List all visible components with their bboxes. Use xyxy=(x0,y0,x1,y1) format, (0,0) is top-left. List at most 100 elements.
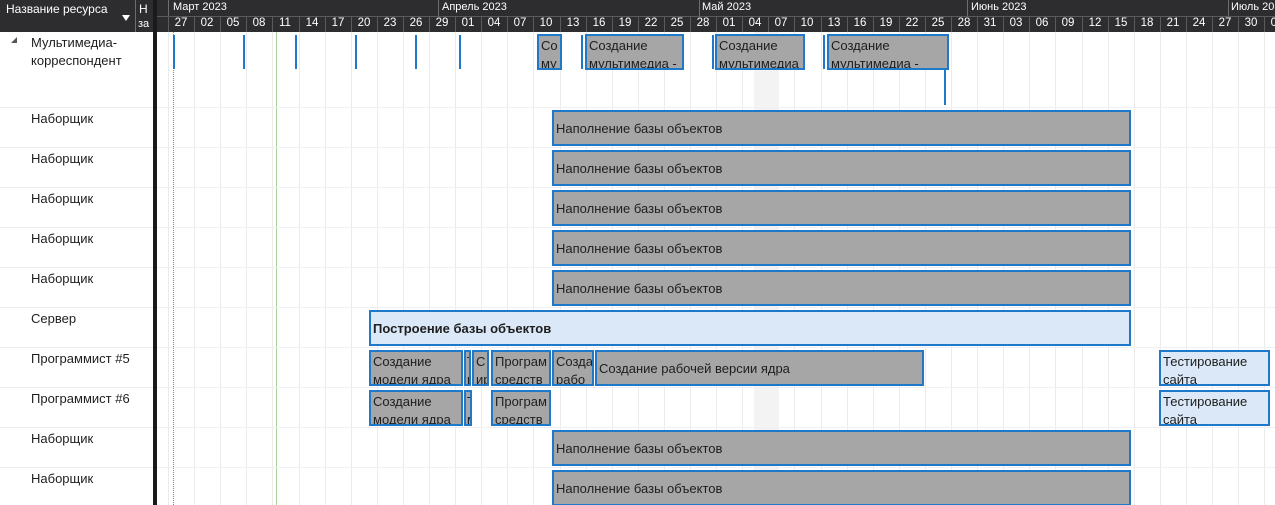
day-tick xyxy=(638,16,639,32)
assignment-marker[interactable] xyxy=(355,35,357,69)
day-label: 22 xyxy=(644,17,658,29)
day-label: 04 xyxy=(487,17,501,29)
assignment-marker[interactable] xyxy=(823,35,825,69)
day-tick xyxy=(821,16,822,32)
column-header-za[interactable]: за xyxy=(138,18,150,30)
day-label: 10 xyxy=(800,17,814,29)
row-divider xyxy=(0,227,153,228)
task-bar[interactable]: Созда рабо xyxy=(552,350,594,386)
gridline xyxy=(429,32,430,505)
assignment-marker[interactable] xyxy=(295,35,297,69)
month-boundary xyxy=(438,0,439,16)
resource-name[interactable]: Сервер xyxy=(31,311,77,326)
column-header-n[interactable]: Н xyxy=(139,2,148,16)
gridline xyxy=(638,32,639,505)
assignment-marker[interactable] xyxy=(712,35,714,69)
assignment-marker[interactable] xyxy=(459,35,461,69)
task-bar[interactable]: Создание мультимедиа - xyxy=(827,34,949,70)
task-bar[interactable]: Програм средств xyxy=(491,390,551,426)
day-label: 03 xyxy=(1270,17,1275,29)
gridline xyxy=(1003,32,1004,505)
task-bar[interactable]: Тестирование сайта xyxy=(1159,350,1270,386)
column-separator[interactable] xyxy=(135,0,136,32)
resource-name[interactable]: Наборщик xyxy=(31,231,94,246)
gridline xyxy=(194,32,195,505)
task-bar[interactable]: Програм средств xyxy=(491,350,551,386)
row-divider xyxy=(0,387,153,388)
day-label: 05 xyxy=(226,17,240,29)
task-bar[interactable]: С ир xyxy=(472,350,489,386)
column-filter-arrow-icon[interactable] xyxy=(122,15,130,21)
collapse-triangle-icon[interactable] xyxy=(11,37,17,43)
day-tick xyxy=(507,16,508,32)
gridline xyxy=(1134,32,1135,505)
gridline xyxy=(1160,32,1161,505)
task-bar[interactable]: Создание модели ядра xyxy=(369,350,463,386)
task-bar[interactable]: Наполнение базы объектов xyxy=(552,270,1131,306)
resource-name[interactable]: Наборщик xyxy=(31,431,94,446)
task-bar[interactable]: Наполнение базы объектов xyxy=(552,430,1131,466)
resource-name[interactable]: Программист #6 xyxy=(31,391,130,406)
month-label: Май 2023 xyxy=(702,1,752,13)
task-bar[interactable]: Наполнение базы объектов xyxy=(552,110,1131,146)
task-bar[interactable]: Тестирование сайта xyxy=(1159,390,1270,426)
task-bar[interactable]: Создание мультимедиа - xyxy=(715,34,805,70)
month-boundary xyxy=(967,0,968,16)
day-tick xyxy=(246,16,247,32)
resource-name[interactable]: Наборщик xyxy=(31,271,94,286)
day-label: 13 xyxy=(827,17,841,29)
summary-task-bar[interactable]: Построение базы объектов xyxy=(369,310,1131,346)
row-divider xyxy=(157,147,1275,148)
day-label: 01 xyxy=(722,17,736,29)
task-bar[interactable]: Т м xyxy=(464,350,471,386)
gridline xyxy=(351,32,352,505)
row-divider xyxy=(0,427,153,428)
day-label: 09 xyxy=(1061,17,1075,29)
assignment-marker[interactable] xyxy=(581,35,583,69)
resource-name[interactable]: Мультимедиа- корреспондент xyxy=(31,35,122,68)
task-bar[interactable]: Создание мультимедиа - xyxy=(585,34,684,70)
row-divider xyxy=(157,227,1275,228)
resource-name[interactable]: Наборщик xyxy=(31,111,94,126)
resource-name[interactable]: Наборщик xyxy=(31,151,94,166)
row-divider xyxy=(0,347,153,348)
pane-splitter[interactable] xyxy=(153,0,157,505)
day-tick xyxy=(873,16,874,32)
task-bar[interactable]: Наполнение базы объектов xyxy=(552,190,1131,226)
day-label: 02 xyxy=(200,17,214,29)
day-tick xyxy=(325,16,326,32)
timescale-header: Март 2023 Апрель 2023 Май 2023 Июнь 2023… xyxy=(157,0,1275,32)
assignment-marker[interactable] xyxy=(173,35,175,69)
task-bar[interactable]: Создание модели ядра xyxy=(369,390,463,426)
day-tick xyxy=(1029,16,1030,32)
resource-name-column-header[interactable]: Название ресурса xyxy=(6,2,108,16)
day-tick xyxy=(455,16,456,32)
assignment-marker[interactable] xyxy=(243,35,245,69)
gridline xyxy=(1082,32,1083,505)
assignment-marker[interactable] xyxy=(415,35,417,69)
gridline xyxy=(1186,32,1187,505)
day-label: 01 xyxy=(461,17,475,29)
gridline xyxy=(560,32,561,505)
gantt-chart-area[interactable]: Со му Создание мультимедиа - Создание му… xyxy=(157,32,1275,505)
gridline xyxy=(664,32,665,505)
task-bar[interactable]: Со му xyxy=(537,34,562,70)
task-bar[interactable]: Т м xyxy=(464,390,472,426)
task-bar[interactable]: Наполнение базы объектов xyxy=(552,230,1131,266)
gridline xyxy=(481,32,482,505)
day-label: 23 xyxy=(383,17,397,29)
resource-name[interactable]: Программист #5 xyxy=(31,351,130,366)
gridline xyxy=(1264,32,1265,505)
gridline xyxy=(533,32,534,505)
day-tick xyxy=(1003,16,1004,32)
row-divider xyxy=(157,187,1275,188)
task-bar[interactable]: Создание рабочей версии ядра xyxy=(595,350,924,386)
task-bar[interactable]: Наполнение базы объектов xyxy=(552,150,1131,186)
gridline xyxy=(299,32,300,505)
task-bar[interactable]: Наполнение базы объектов xyxy=(552,470,1131,505)
gridline xyxy=(377,32,378,505)
day-label: 15 xyxy=(1114,17,1128,29)
day-tick xyxy=(586,16,587,32)
resource-name[interactable]: Наборщик xyxy=(31,191,94,206)
resource-name[interactable]: Наборщик xyxy=(31,471,94,486)
